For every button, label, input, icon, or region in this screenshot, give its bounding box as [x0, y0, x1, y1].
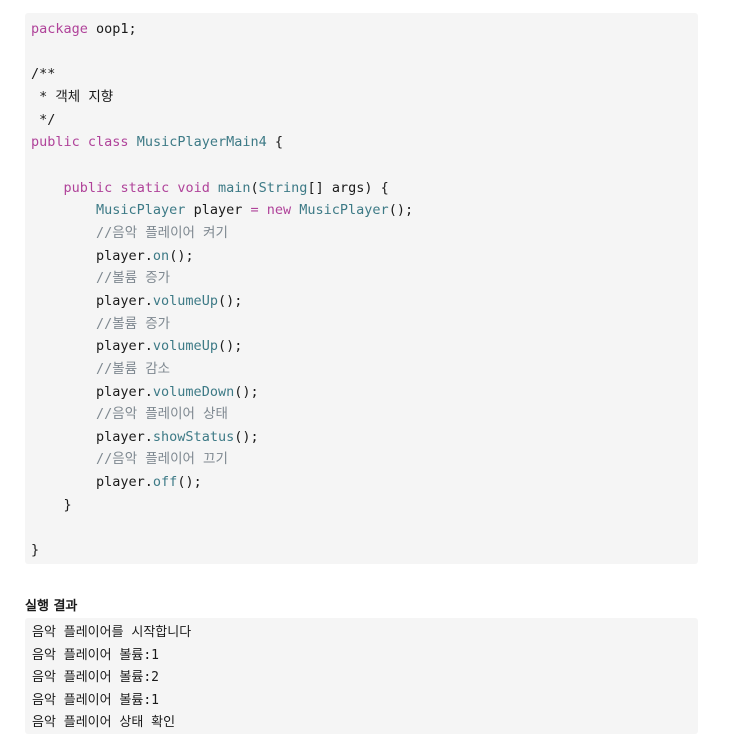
- code-block: package oop1; /** * 객체 지향 */ public class…: [25, 13, 698, 564]
- code-token: //음악 플레이어 끄기: [96, 451, 228, 468]
- code-token: ();: [217, 338, 243, 355]
- code-line: }: [31, 539, 698, 562]
- code-token: player.: [31, 247, 153, 264]
- code-token: ();: [234, 383, 259, 400]
- code-line: player.volumeUp();: [31, 290, 698, 313]
- code-line: //음악 플레이어 상태: [31, 403, 698, 426]
- code-token: main: [218, 179, 251, 196]
- code-token: }: [31, 496, 72, 513]
- code-token: [129, 134, 137, 150]
- code-line: player.volumeUp();: [31, 335, 698, 358]
- code-token: ();: [234, 428, 259, 445]
- code-token: [80, 134, 88, 150]
- code-token: [31, 361, 96, 377]
- code-line: [31, 41, 698, 64]
- code-token: [31, 270, 96, 286]
- code-token: [31, 202, 96, 218]
- code-line: player.showStatus();: [31, 426, 698, 449]
- code-line: MusicPlayer player = new MusicPlayer();: [31, 199, 698, 222]
- code-line: //음악 플레이어 켜기: [31, 222, 698, 245]
- code-token: package: [31, 21, 88, 37]
- code-token: new: [266, 202, 292, 219]
- output-line: 음악 플레이어를 시작합니다: [32, 625, 192, 640]
- code-token: [] args) {: [307, 179, 389, 196]
- code-token: player.: [31, 474, 153, 491]
- output-line: 음악 플레이어 상태 확인: [32, 715, 176, 731]
- code-line: player.volumeDown();: [31, 381, 698, 404]
- code-token: void: [177, 179, 210, 196]
- code-token: player.: [31, 383, 153, 400]
- code-token: String: [258, 179, 308, 196]
- code-line: }: [31, 494, 698, 517]
- code-token: }: [31, 542, 40, 559]
- code-token: [259, 202, 267, 218]
- code-token: //음악 플레이어 상태: [96, 406, 228, 423]
- code-token: ();: [217, 292, 243, 309]
- code-token: */: [31, 111, 56, 128]
- code-line: * 객체 지향: [31, 86, 698, 109]
- code-token: //음악 플레이어 켜기: [96, 224, 228, 241]
- code-token: MusicPlayerMain4: [136, 134, 267, 151]
- code-token: player.: [31, 292, 153, 309]
- code-line: //볼륨 감소: [31, 358, 698, 381]
- code-token: [31, 451, 96, 467]
- code-line: public static void main(String[] args) {: [31, 177, 698, 200]
- code-token: MusicPlayer: [299, 202, 389, 219]
- code-token: MusicPlayer: [96, 202, 186, 219]
- code-line: public class MusicPlayerMain4 {: [31, 131, 698, 154]
- code-token: (: [250, 179, 259, 196]
- code-line: [31, 154, 698, 177]
- code-line: //볼륨 증가: [31, 313, 698, 336]
- code-token: /**: [31, 66, 56, 83]
- code-token: static: [120, 179, 170, 196]
- code-token: [31, 406, 96, 422]
- code-token: * 객체 지향: [31, 88, 114, 105]
- code-line: package oop1;: [31, 18, 698, 41]
- code-token: =: [250, 202, 259, 219]
- code-token: //볼륨 증가: [96, 270, 171, 287]
- code-token: ();: [177, 474, 202, 491]
- code-token: ();: [388, 202, 414, 219]
- code-token: [31, 180, 64, 196]
- code-line: [31, 516, 698, 539]
- result-title: 실행 결과: [25, 599, 78, 614]
- code-token: //볼륨 감소: [96, 360, 171, 377]
- code-token: player.: [31, 338, 153, 355]
- code-token: //볼륨 증가: [96, 315, 171, 332]
- code-token: class: [87, 134, 129, 151]
- code-token: {: [266, 134, 284, 151]
- code-line: player.on();: [31, 245, 698, 268]
- code-line: player.off();: [31, 471, 698, 494]
- code-line: //음악 플레이어 끄기: [31, 448, 698, 471]
- output-line: 음악 플레이어 볼륨:1: [32, 692, 159, 708]
- code-token: oop1;: [87, 21, 137, 37]
- code-line: //볼륨 증가: [31, 267, 698, 290]
- code-token: player: [185, 202, 251, 219]
- code-token: [210, 180, 218, 196]
- code-token: volumeUp: [152, 338, 218, 355]
- code-token: volumeUp: [152, 292, 218, 309]
- code-token: [31, 225, 96, 241]
- output-line: 음악 플레이어 볼륨:2: [32, 670, 159, 686]
- code-token: public: [31, 134, 80, 151]
- code-token: volumeDown: [152, 383, 235, 400]
- output-line: 음악 플레이어 볼륨:1: [32, 647, 159, 663]
- code-line: */: [31, 109, 698, 132]
- code-token: showStatus: [152, 428, 235, 445]
- code-token: ();: [169, 247, 194, 264]
- code-token: public: [63, 179, 113, 196]
- code-token: player.: [31, 428, 153, 445]
- code-token: off: [152, 474, 178, 491]
- code-token: [31, 316, 96, 332]
- code-line: /**: [31, 63, 698, 86]
- code-token: on: [152, 247, 170, 264]
